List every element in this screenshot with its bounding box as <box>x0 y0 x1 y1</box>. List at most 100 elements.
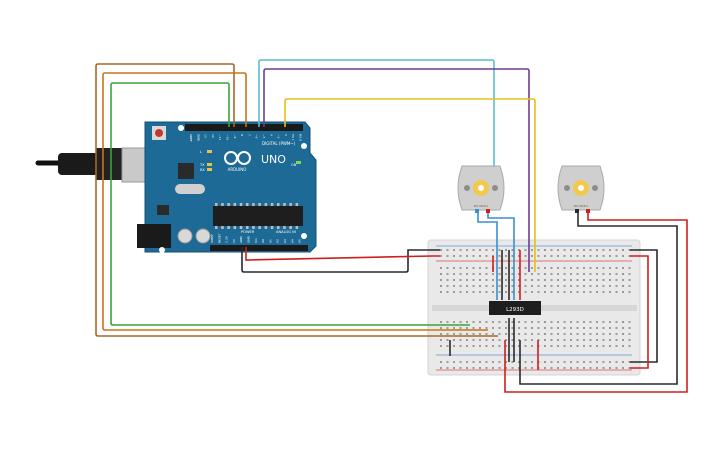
breadboard-hole <box>466 255 468 257</box>
breadboard-hole <box>589 273 592 275</box>
breadboard-hole <box>472 361 475 363</box>
wires <box>95 59 688 393</box>
wire-5v <box>245 247 440 261</box>
breadboard-hole <box>550 327 553 329</box>
breadboard-hole <box>563 249 566 251</box>
breadboard-hole <box>583 361 585 363</box>
breadboard-hole <box>531 273 533 275</box>
wire-gnd <box>241 247 440 273</box>
breadboard-hole <box>459 255 462 257</box>
breadboard-hole <box>576 367 579 369</box>
breadboard-hole <box>479 255 481 257</box>
breadboard-hole <box>602 249 605 251</box>
motor2-screw-right <box>592 185 598 191</box>
breadboard-hole <box>459 345 462 347</box>
breadboard-hole <box>498 291 501 293</box>
brand-label: ARDUINO <box>228 167 247 172</box>
breadboard-hole <box>485 273 488 275</box>
breadboard-hole <box>453 267 455 269</box>
l293d-chip: L293D <box>489 301 541 315</box>
breadboard-hole <box>466 291 468 293</box>
breadboard-hole <box>615 339 618 341</box>
arduino-uno: UNO ARDUINO DIGITAL (PWM~) POWER ANALOG … <box>35 121 317 253</box>
rx-label: RX <box>200 168 205 172</box>
breadboard-hole <box>485 345 488 347</box>
breadboard-hole <box>589 339 592 341</box>
breadboard-hole <box>446 285 449 287</box>
breadboard-hole <box>615 255 618 257</box>
breadboard-hole <box>615 291 618 293</box>
breadboard-hole <box>498 285 501 287</box>
breadboard-hole <box>544 333 546 335</box>
breadboard-hole <box>498 321 501 323</box>
breadboard-hole <box>615 273 618 275</box>
breadboard-hole <box>537 273 540 275</box>
breadboard-hole <box>544 321 546 323</box>
breadboard-hole <box>524 291 527 293</box>
breadboard-hole <box>622 273 624 275</box>
breadboard-hole <box>596 333 598 335</box>
breadboard-hole <box>589 327 592 329</box>
breadboard-hole <box>440 255 442 257</box>
breadboard-hole <box>453 345 455 347</box>
breadboard-hole <box>583 367 585 369</box>
breadboard-hole <box>622 249 624 251</box>
motor1-screw-left <box>464 185 470 191</box>
breadboard-hole <box>498 255 501 257</box>
breadboard-hole <box>557 279 559 281</box>
breadboard-hole <box>563 273 566 275</box>
wire-motor2-a <box>519 212 678 385</box>
digital-pin-label: ~6 <box>255 134 259 139</box>
wire-purple <box>263 68 530 272</box>
breadboard-hole <box>485 327 488 329</box>
breadboard-hole <box>589 367 592 369</box>
breadboard-hole <box>492 273 494 275</box>
breadboard-hole <box>518 339 520 341</box>
breadboard-hole <box>511 321 514 323</box>
breadboard-hole <box>446 339 449 341</box>
rail-bridge-red <box>630 255 649 369</box>
breadboard-hole <box>440 361 442 363</box>
rail-bridge-black <box>630 249 658 363</box>
breadboard-hole <box>492 321 494 323</box>
breadboard-hole <box>505 279 507 281</box>
breadboard-hole <box>537 285 540 287</box>
breadboard-hole <box>628 361 631 363</box>
breadboard-hole <box>446 361 449 363</box>
ic-pin <box>295 203 299 206</box>
breadboard-hole <box>570 367 572 369</box>
usb-cable-plug <box>58 153 98 175</box>
breadboard-hole <box>544 327 546 329</box>
breadboard-hole <box>589 333 592 335</box>
wire-green <box>110 82 470 326</box>
breadboard-hole <box>583 321 585 323</box>
breadboard-hole <box>479 333 481 335</box>
breadboard-hole <box>615 249 618 251</box>
breadboard-hole <box>615 267 618 269</box>
breadboard-hole <box>479 361 481 363</box>
l-label: L <box>200 150 202 154</box>
breadboard-hole <box>583 273 585 275</box>
breadboard-hole <box>576 361 579 363</box>
breadboard-hole <box>628 279 631 281</box>
breadboard-hole <box>492 279 494 281</box>
breadboard-hole <box>531 267 533 269</box>
breadboard-hole <box>505 273 507 275</box>
breadboard-hole <box>563 291 566 293</box>
breadboard-hole <box>459 267 462 269</box>
breadboard-hole <box>557 339 559 341</box>
breadboard-hole <box>524 327 527 329</box>
breadboard-hole <box>576 273 579 275</box>
breadboard-hole <box>537 279 540 281</box>
breadboard-hole <box>596 267 598 269</box>
breadboard-hole <box>563 367 566 369</box>
motor2-terminal-a <box>575 209 579 213</box>
breadboard-hole <box>505 333 507 335</box>
breadboard-hole <box>550 267 553 269</box>
digital-pin-label: GND <box>196 134 200 142</box>
breadboard-hole <box>583 279 585 281</box>
breadboard-hole <box>628 273 631 275</box>
ic-pin <box>289 203 292 206</box>
digital-pin-label: 12 <box>211 134 215 138</box>
